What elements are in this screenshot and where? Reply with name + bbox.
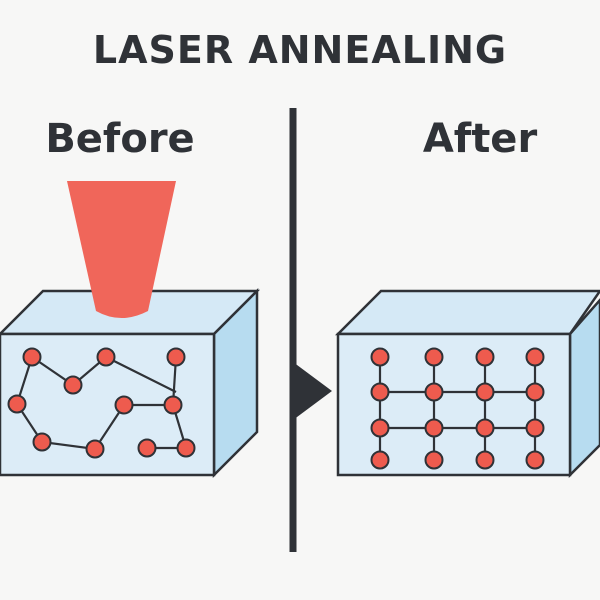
atom [424,450,444,470]
atom [475,382,495,402]
atom [475,347,495,367]
atom [525,347,545,367]
atom [475,450,495,470]
after-label: After [422,116,538,162]
atom [22,347,42,367]
atom [114,395,134,415]
atom [85,439,105,459]
atom [525,450,545,470]
after-bonds [378,357,537,460]
atom [166,347,186,367]
before-atoms [7,347,196,459]
atom [370,347,390,367]
atom [424,382,444,402]
arrow-right-icon [293,362,332,420]
atom [424,418,444,438]
atom [525,382,545,402]
atom [475,418,495,438]
atom [176,438,196,458]
atom [525,418,545,438]
atom [137,438,157,458]
after-atoms [370,347,545,470]
atom [63,375,83,395]
atom [163,395,183,415]
atom [370,418,390,438]
atom [96,347,116,367]
atom [370,382,390,402]
atom [7,394,27,414]
diagram-title: LASER ANNEALING [92,28,508,72]
laser-beam-shape [67,181,176,318]
atom [424,347,444,367]
atom [32,432,52,452]
after-block-top [334,289,600,336]
atom [370,450,390,470]
before-label: Before [45,116,195,162]
laser-beam [67,181,176,318]
bond [105,356,177,393]
